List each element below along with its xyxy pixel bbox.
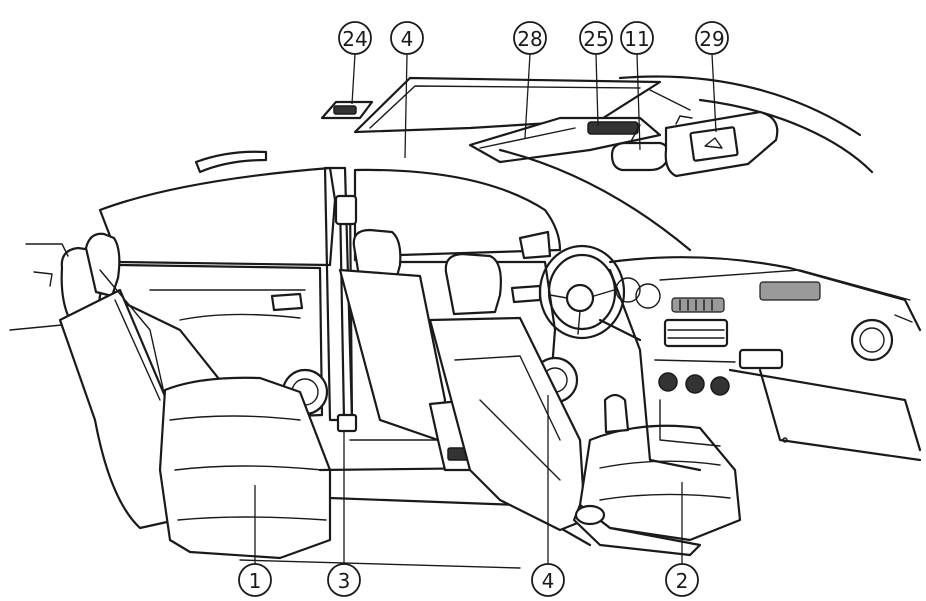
passenger-vent (850, 318, 894, 362)
hvac-knob-2 (685, 374, 705, 394)
callout-11-label: 11 (624, 27, 649, 51)
assist-grip (320, 100, 374, 120)
callout-28: 28 (513, 21, 547, 55)
front-headrest-near (444, 252, 502, 316)
front-seat-near (428, 252, 587, 532)
front-headrest-far (352, 228, 402, 284)
rear-seat-cushion (158, 376, 332, 560)
callout-1: 1 (238, 563, 272, 597)
front-seat-cushion (572, 424, 742, 557)
callout-4-bottom-label: 4 (542, 569, 555, 593)
rear-door-handle (270, 292, 304, 312)
rear-headrest-right (84, 232, 121, 298)
top-vent (759, 281, 821, 301)
callout-2: 2 (665, 563, 699, 597)
leader-lines (254, 53, 717, 565)
callout-29: 29 (695, 21, 729, 55)
callout-24: 24 (338, 21, 372, 55)
vanity-mirror (689, 126, 739, 162)
belt-anchor (334, 194, 358, 226)
seat-lever (574, 504, 606, 526)
callout-2-label: 2 (676, 569, 689, 593)
rear-headrests (9, 232, 121, 331)
side-mirror (518, 230, 552, 260)
sun-visor (664, 110, 779, 178)
gauge-1 (615, 277, 641, 303)
callout-4-top: 4 (390, 21, 424, 55)
center-vent (671, 297, 725, 313)
audio-unit (663, 318, 729, 348)
front-door-handle (510, 284, 542, 304)
hvac-knob-3 (710, 376, 730, 396)
callout-3: 3 (327, 563, 361, 597)
callout-25: 25 (579, 21, 613, 55)
steering-wheel (538, 244, 642, 342)
glovebox-latch (738, 348, 784, 370)
roof-outline (618, 75, 874, 174)
callout-3-label: 3 (338, 569, 351, 593)
seat-rail (572, 503, 702, 557)
gauge-2 (635, 283, 661, 309)
callout-4-bottom: 4 (531, 563, 565, 597)
callout-1-label: 1 (249, 569, 262, 593)
overhead-console (468, 116, 662, 164)
callout-29-label: 29 (699, 27, 724, 51)
hvac-knob-1 (658, 372, 678, 392)
shift-lever (603, 393, 630, 434)
map-lamp-buttons (587, 121, 639, 135)
callout-11: 11 (620, 21, 654, 55)
dashboard (603, 256, 922, 472)
callout-28-label: 28 (517, 27, 542, 51)
callout-4-top-label: 4 (401, 27, 414, 51)
callout-24-label: 24 (342, 27, 367, 51)
callout-25-label: 25 (583, 27, 608, 51)
grab-handle-left (194, 150, 268, 174)
